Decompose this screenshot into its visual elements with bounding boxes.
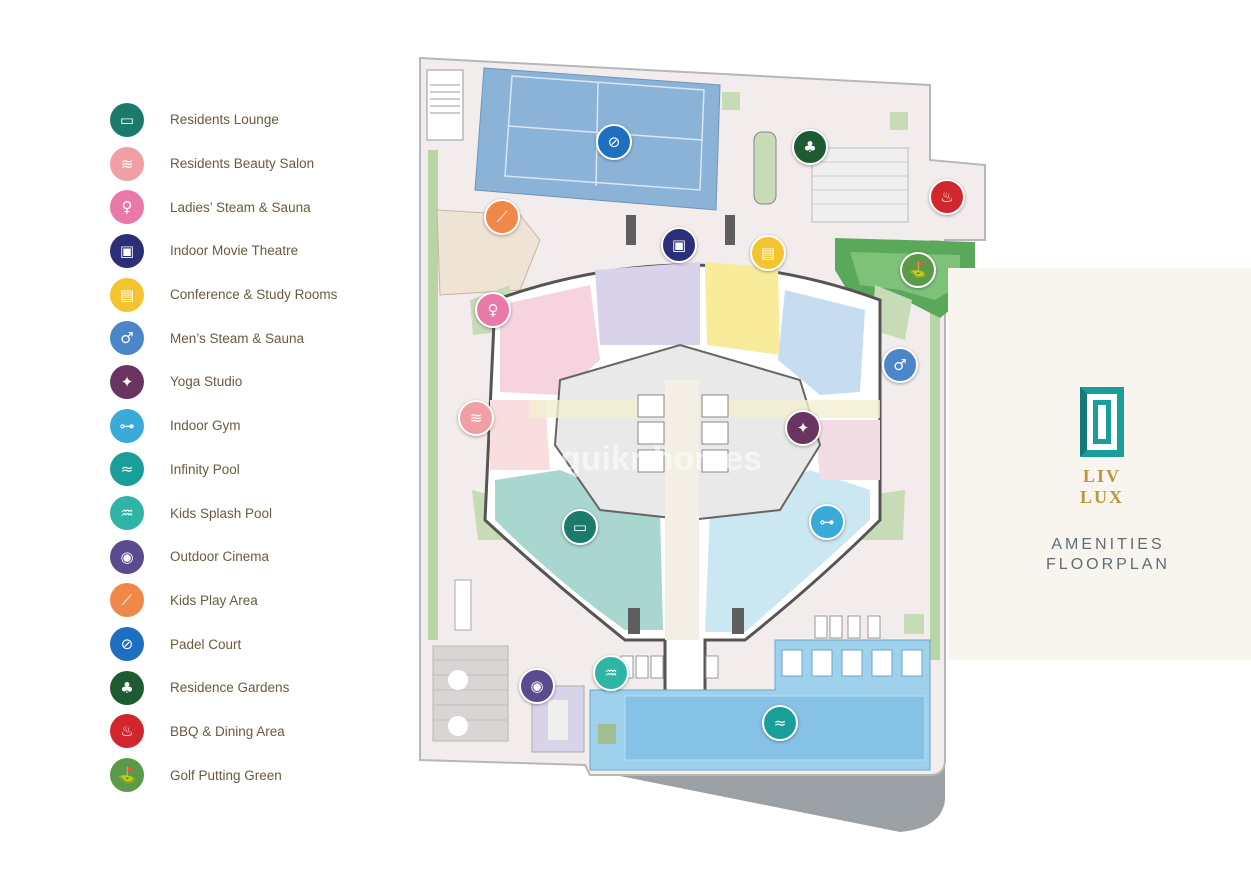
pergola — [811, 147, 909, 223]
map-marker-sauna-man-icon[interactable]: ♂ — [882, 347, 918, 383]
yoga-icon: ✦ — [110, 364, 144, 399]
brand-title-line1: AMENITIES — [1051, 536, 1165, 553]
legend-label: Indoor Gym — [170, 418, 241, 434]
legend-label: Padel Court — [170, 636, 242, 652]
legend-label: Infinity Pool — [170, 461, 240, 477]
map-marker-sauna-woman-icon[interactable]: ♀ — [475, 292, 511, 328]
garden-strip-right — [930, 240, 940, 660]
legend-item: ⟋ Kids Play Area — [110, 579, 410, 623]
legend-item: ♨ BBQ & Dining Area — [110, 710, 410, 754]
legend-label: Yoga Studio — [170, 374, 243, 390]
legend-item: ♣ Residence Gardens — [110, 666, 410, 710]
map-marker-sofa-icon[interactable]: ▭ — [562, 509, 598, 545]
brand-name-line2: LUX — [1079, 487, 1124, 507]
legend-label: Residents Beauty Salon — [170, 156, 315, 172]
book-icon: ▤ — [110, 277, 144, 312]
amenities-legend: ▭ Residents Lounge ≋ Residents Beauty Salon… — [110, 98, 410, 797]
legend-label: Kids Splash Pool — [170, 505, 273, 521]
stairs — [426, 69, 464, 141]
legend-label: Outdoor Cinema — [170, 549, 270, 565]
map-marker-racket-icon[interactable]: ⊘ — [596, 124, 632, 160]
livlux-logo — [1080, 387, 1124, 457]
slide-icon: ⟋ — [110, 583, 144, 618]
site-edge — [590, 760, 945, 832]
map-marker-grill-icon[interactable]: ♨ — [929, 179, 965, 215]
map-marker-golfer-icon[interactable]: ⛳ — [900, 252, 936, 288]
mens-sauna-zone — [778, 290, 865, 395]
legend-label: BBQ & Dining Area — [170, 723, 285, 739]
garden-icon: ♣ — [110, 670, 144, 705]
brand-title-line2: FLOORPLAN — [1046, 556, 1170, 573]
theatre-icon: ▣ — [110, 233, 144, 268]
garden-bed — [753, 131, 777, 205]
legend-label: Residence Gardens — [170, 680, 290, 696]
legend-label: Ladies’ Steam & Sauna — [170, 199, 311, 215]
legend-item: ♂ Men’s Steam & Sauna — [110, 316, 410, 360]
legend-item: ⛳ Golf Putting Green — [110, 753, 410, 797]
map-marker-splash-icon[interactable]: ♒ — [593, 655, 629, 691]
brand-title: AMENITIES FLOORPLAN — [1020, 535, 1196, 575]
legend-label: Golf Putting Green — [170, 767, 282, 783]
brand-name: LIV LUX — [1060, 466, 1144, 508]
legend-item: ▤ Conference & Study Rooms — [110, 273, 410, 317]
legend-label: Residents Lounge — [170, 112, 279, 128]
legend-item: ✦ Yoga Studio — [110, 360, 410, 404]
legend-item: ≋ Residents Beauty Salon — [110, 142, 410, 186]
splash-icon: ♒ — [110, 496, 144, 531]
ladies-sauna-zone — [500, 285, 600, 395]
golfer-icon: ⛳ — [110, 758, 144, 793]
legend-item: ▭ Residents Lounge — [110, 98, 410, 142]
deck — [432, 645, 509, 742]
grill-icon: ♨ — [110, 714, 144, 749]
map-marker-swimmer-icon[interactable]: ≈ — [762, 705, 798, 741]
watermark: quikr homes — [560, 440, 762, 478]
conference-zone — [705, 262, 780, 355]
camera-icon: ◉ — [110, 539, 144, 574]
legend-label: Men’s Steam & Sauna — [170, 330, 305, 346]
legend-item: ♒ Kids Splash Pool — [110, 491, 410, 535]
dumbbell-icon: ⊶ — [110, 408, 144, 443]
legend-item: ⊘ Padel Court — [110, 622, 410, 666]
legend-item: ▣ Indoor Movie Theatre — [110, 229, 410, 273]
theatre-zone — [595, 262, 700, 345]
legend-label: Conference & Study Rooms — [170, 287, 338, 303]
hair-icon: ≋ — [110, 146, 144, 181]
racket-icon: ⊘ — [110, 627, 144, 662]
legend-item: ♀ Ladies’ Steam & Sauna — [110, 185, 410, 229]
sofa-icon: ▭ — [110, 102, 144, 137]
legend-item: ◉ Outdoor Cinema — [110, 535, 410, 579]
brand-name-line1: LIV — [1082, 466, 1121, 486]
sauna-man-icon: ♂ — [110, 321, 144, 356]
map-marker-garden-icon[interactable]: ♣ — [792, 129, 828, 165]
brand-panel — [948, 268, 1251, 660]
map-marker-theatre-icon[interactable]: ▣ — [661, 227, 697, 263]
map-marker-book-icon[interactable]: ▤ — [750, 235, 786, 271]
yoga-zone — [815, 420, 880, 480]
legend-item: ≈ Infinity Pool — [110, 448, 410, 492]
legend-item: ⊶ Indoor Gym — [110, 404, 410, 448]
map-marker-hair-icon[interactable]: ≋ — [458, 400, 494, 436]
legend-label: Kids Play Area — [170, 592, 258, 608]
map-marker-camera-icon[interactable]: ◉ — [519, 668, 555, 704]
legend-label: Indoor Movie Theatre — [170, 243, 299, 259]
map-marker-slide-icon[interactable]: ⟋ — [484, 199, 520, 235]
garden-strip-left — [428, 150, 438, 640]
sauna-woman-icon: ♀ — [110, 190, 144, 225]
swimmer-icon: ≈ — [110, 452, 144, 487]
map-marker-yoga-icon[interactable]: ✦ — [785, 410, 821, 446]
map-marker-dumbbell-icon[interactable]: ⊶ — [809, 504, 845, 540]
